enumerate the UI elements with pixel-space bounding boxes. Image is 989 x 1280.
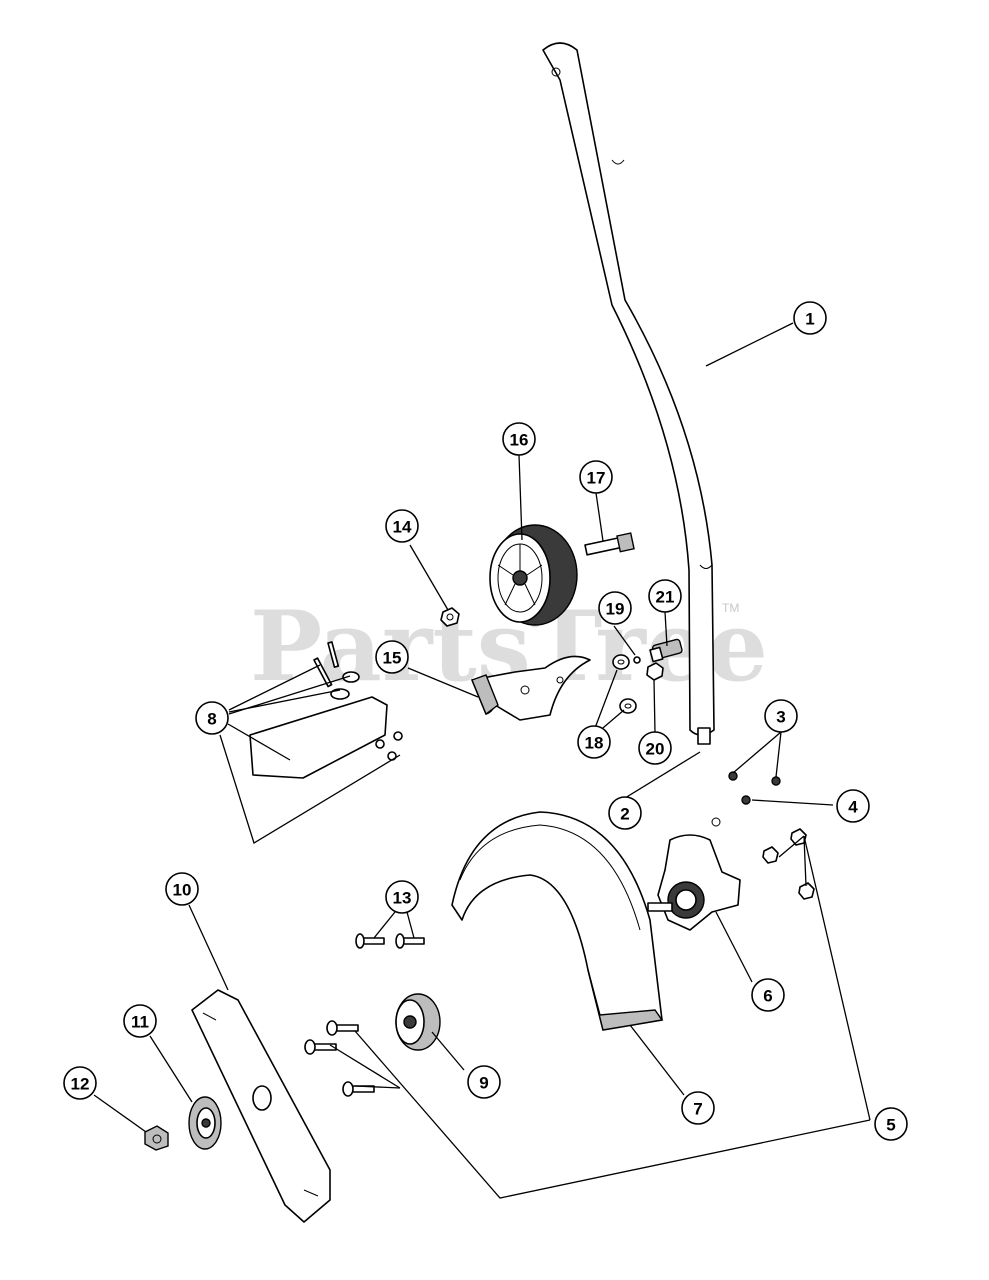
callout-7[interactable]: 7 — [681, 1091, 715, 1125]
callout-17[interactable]: 17 — [579, 460, 613, 494]
blade-guard — [451, 811, 664, 1031]
callout-circle — [648, 579, 682, 613]
callout-circle — [502, 422, 536, 456]
callout-12[interactable]: 12 — [63, 1066, 97, 1100]
nut-20 — [646, 662, 664, 681]
callout-circle — [608, 796, 642, 830]
callout-circle — [63, 1066, 97, 1100]
screw-3 — [728, 771, 781, 786]
callout-label: 2 — [620, 805, 629, 824]
callout-label: 12 — [71, 1075, 90, 1094]
callout-label: 5 — [886, 1116, 895, 1135]
callout-circle — [385, 880, 419, 914]
callout-circle — [793, 301, 827, 335]
callout-label: 16 — [510, 431, 529, 450]
callout-3[interactable]: 3 — [764, 699, 798, 733]
callout-21[interactable]: 21 — [648, 579, 682, 613]
spacer-21 — [649, 638, 683, 663]
callout-label: 11 — [131, 1013, 149, 1032]
callout-14[interactable]: 14 — [385, 509, 419, 543]
callout-label: 3 — [776, 708, 785, 727]
wheel — [489, 524, 578, 626]
callout-circle — [579, 460, 613, 494]
callout-circle — [195, 701, 229, 735]
axle-bolt — [584, 532, 635, 556]
callout-label: 15 — [383, 649, 402, 668]
callout-circle — [385, 509, 419, 543]
callout-label: 10 — [173, 881, 192, 900]
callout-label: 21 — [656, 588, 675, 607]
callout-20[interactable]: 20 — [638, 731, 672, 765]
callout-circle — [375, 640, 409, 674]
callout-circle — [836, 789, 870, 823]
callout-circle — [598, 591, 632, 625]
callout-18[interactable]: 18 — [577, 725, 611, 759]
callout-circle — [467, 1065, 501, 1099]
gearbox — [647, 817, 741, 931]
bolt-13 — [355, 933, 425, 949]
wheel-bracket — [471, 655, 591, 721]
callout-circle — [751, 978, 785, 1012]
nut-5 — [762, 828, 815, 900]
callout-circle — [681, 1091, 715, 1125]
callout-10[interactable]: 10 — [165, 872, 199, 906]
watermark-trademark: TM — [722, 601, 739, 615]
callout-6[interactable]: 6 — [751, 978, 785, 1012]
callout-13[interactable]: 13 — [385, 880, 419, 914]
callout-label: 7 — [693, 1100, 702, 1119]
callout-1[interactable]: 1 — [793, 301, 827, 335]
callout-circle — [165, 872, 199, 906]
shaft-tube — [542, 42, 715, 745]
edger-blade — [191, 989, 331, 1223]
nut-14 — [440, 607, 460, 627]
callout-label: 18 — [585, 734, 604, 753]
callout-8[interactable]: 8 — [195, 701, 229, 735]
blade-nut — [144, 1125, 169, 1151]
callout-label: 20 — [646, 740, 665, 759]
callout-19[interactable]: 19 — [598, 591, 632, 625]
callout-circle — [638, 731, 672, 765]
callout-label: 13 — [393, 889, 412, 908]
callout-label: 8 — [207, 710, 216, 729]
bearing — [395, 993, 441, 1051]
callout-label: 4 — [848, 798, 858, 817]
callout-9[interactable]: 9 — [467, 1065, 501, 1099]
callout-circle — [764, 699, 798, 733]
callout-label: 1 — [805, 310, 814, 329]
callout-circle — [123, 1004, 157, 1038]
carriage-bolts — [304, 1020, 375, 1097]
callout-16[interactable]: 16 — [502, 422, 536, 456]
callout-15[interactable]: 15 — [375, 640, 409, 674]
leader-lines — [93, 322, 871, 1199]
washer-18 — [612, 654, 637, 714]
callout-4[interactable]: 4 — [836, 789, 870, 823]
washer-19 — [633, 656, 641, 664]
callout-label: 9 — [479, 1074, 488, 1093]
callout-label: 14 — [393, 518, 412, 537]
blade-washer — [188, 1096, 222, 1150]
callout-circle — [874, 1107, 908, 1141]
callout-2[interactable]: 2 — [608, 796, 642, 830]
callout-label: 17 — [587, 469, 606, 488]
callout-5[interactable]: 5 — [874, 1107, 908, 1141]
nut-4 — [741, 795, 751, 805]
callout-11[interactable]: 11 — [123, 1004, 157, 1038]
callout-label: 19 — [606, 600, 625, 619]
callout-label: 6 — [763, 987, 772, 1006]
callout-circle — [577, 725, 611, 759]
